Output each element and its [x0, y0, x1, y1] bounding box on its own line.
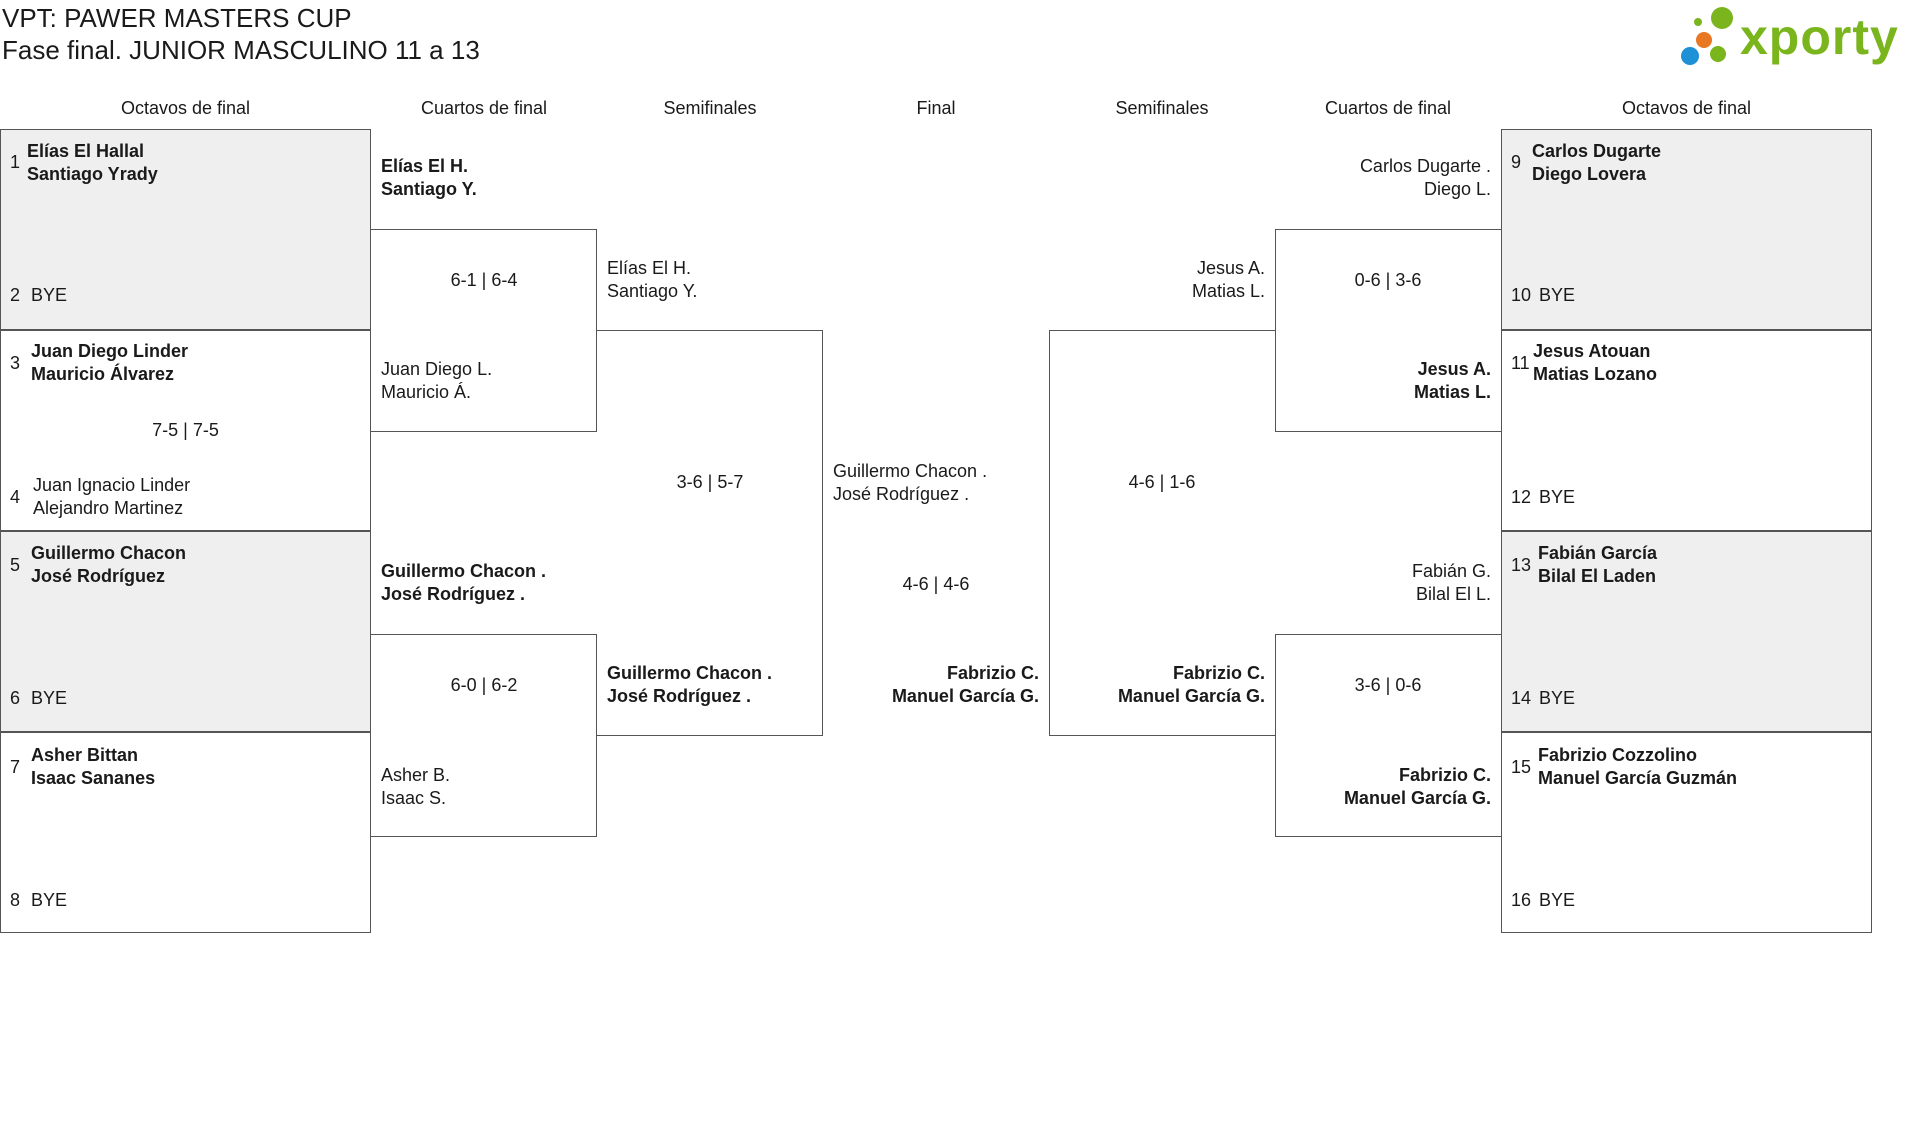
r16-team-8: BYE	[31, 890, 68, 910]
r16-seed-6: 6	[10, 688, 21, 708]
qf-score-2: 6-0 | 6-2	[450, 675, 518, 695]
r16-team-10: BYE	[1539, 285, 1576, 305]
qf-team-3: Guillermo Chacon .José Rodríguez .	[381, 561, 547, 604]
sf-match-1	[597, 330, 823, 736]
r16-seed-10: 10	[1511, 285, 1532, 305]
r16-seed-5: 5	[10, 555, 21, 575]
r16-match-2	[0, 330, 371, 531]
final-score: 4-6 | 4-6	[902, 574, 970, 594]
header-quarters-right: Cuartos de final	[1324, 98, 1452, 118]
sf-team-1: Elías El H.Santiago Y.	[607, 258, 698, 301]
sf-match-2	[1049, 330, 1275, 736]
qf-team-5: Carlos Dugarte .Diego L.	[1359, 156, 1491, 199]
r16-seed-14: 14	[1511, 688, 1532, 708]
qf-match-4	[1275, 634, 1501, 837]
sf-score-2: 4-6 | 1-6	[1128, 472, 1196, 492]
r16-match-7	[1501, 531, 1872, 732]
r16-team-2: BYE	[31, 285, 68, 305]
header-semis-right: Semifinales	[1115, 98, 1209, 118]
r16-match-3	[0, 531, 371, 732]
qf-team-7: Fabián G.Bilal El L.	[1411, 561, 1491, 604]
r16-seed-2: 2	[10, 285, 21, 305]
r16-seed-11: 11	[1511, 353, 1530, 373]
header-semis-left: Semifinales	[663, 98, 757, 118]
qf-team-1: Elías El H.Santiago Y.	[381, 156, 477, 199]
qf-score-3: 0-6 | 3-6	[1354, 270, 1422, 290]
r16-seed-1: 1	[10, 152, 21, 172]
r16-match-1	[0, 129, 371, 330]
r16-match-4	[0, 732, 371, 933]
qf-score-4: 3-6 | 0-6	[1354, 675, 1422, 695]
r16-team-6: BYE	[31, 688, 68, 708]
r16-seed-9: 9	[1511, 152, 1522, 172]
header-r16-left: Octavos de final	[120, 98, 251, 118]
r16-team-16: BYE	[1539, 890, 1576, 910]
r16-seed-7: 7	[10, 757, 21, 777]
sf-score-1: 3-6 | 5-7	[676, 472, 744, 492]
header-final: Final	[916, 98, 956, 118]
qf-team-6: Jesus A.Matias L.	[1413, 359, 1491, 402]
header-r16-right: Octavos de final	[1621, 98, 1752, 118]
page-title: VPT: PAWER MASTERS CUP	[2, 3, 352, 33]
sf-team-2: Guillermo Chacon .José Rodríguez .	[607, 663, 773, 706]
qf-match-3	[1275, 229, 1501, 432]
logo-dots-icon	[1681, 7, 1733, 65]
r16-match-8	[1501, 732, 1872, 933]
sf-team-3: Jesus A.Matias L.	[1191, 258, 1265, 301]
r16-score-2: 7-5 | 7-5	[152, 420, 219, 440]
qf-team-8: Fabrizio C.Manuel García G.	[1343, 765, 1491, 808]
header-quarters-left: Cuartos de final	[420, 98, 548, 118]
sf-team-4: Fabrizio C.Manuel García G.	[1117, 663, 1265, 706]
r16-seed-15: 15	[1511, 757, 1532, 777]
r16-team-14: BYE	[1539, 688, 1576, 708]
qf-score-1: 6-1 | 6-4	[450, 270, 518, 290]
page-subtitle: Fase final. JUNIOR MASCULINO 11 a 13	[2, 35, 480, 65]
xporty-logo: xporty	[1678, 4, 1908, 68]
qf-team-2: Juan Diego L.Mauricio Á.	[381, 359, 493, 402]
r16-seed-4: 4	[10, 487, 21, 507]
qf-match-2	[371, 634, 597, 837]
r16-seed-8: 8	[10, 890, 21, 910]
final-team-2: Fabrizio C.Manuel García G.	[891, 663, 1039, 706]
r16-seed-13: 13	[1511, 555, 1532, 575]
qf-team-4: Asher B.Isaac S.	[381, 765, 451, 808]
r16-match-6	[1501, 330, 1872, 531]
r16-seed-16: 16	[1511, 890, 1532, 910]
r16-seed-3: 3	[10, 353, 21, 373]
r16-seed-12: 12	[1511, 487, 1532, 507]
final-team-1: Guillermo Chacon .José Rodríguez .	[833, 461, 988, 504]
r16-match-5	[1501, 129, 1872, 330]
logo-wordmark: xporty	[1740, 9, 1899, 65]
r16-team-12: BYE	[1539, 487, 1576, 507]
qf-match-1	[371, 229, 597, 432]
